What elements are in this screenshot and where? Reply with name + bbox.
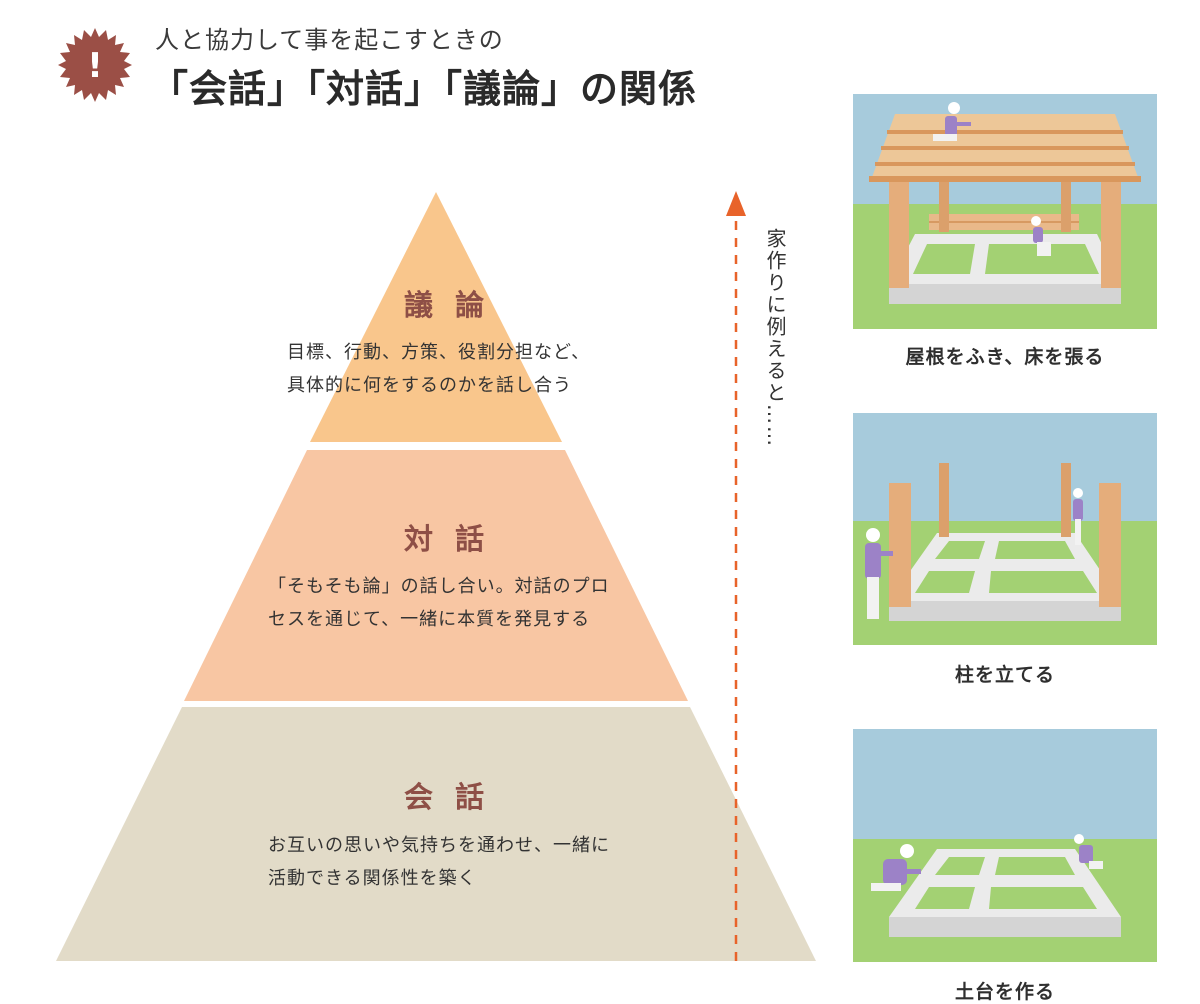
- pillar: [1061, 172, 1071, 232]
- tier-title-taiwa: 対 話: [404, 522, 491, 556]
- tier-desc-taiwa: 「そもそも論」の話し合い。対話のプロ セスを通じて、一緒に本質を発見する: [268, 570, 610, 636]
- worker-legs: [933, 134, 957, 141]
- worker-legs: [1037, 242, 1051, 256]
- badge-symbol: !: [87, 46, 103, 86]
- worker-body: [1033, 227, 1043, 243]
- foundation-hole: [913, 244, 975, 274]
- worker-arm: [905, 869, 921, 874]
- foundation-hole: [989, 571, 1097, 593]
- pillars-scene-svg: [853, 413, 1157, 645]
- worker-helmet: [900, 844, 914, 858]
- pillar: [939, 463, 949, 537]
- roof-scene-svg: [853, 94, 1157, 329]
- foundation-hole: [915, 571, 975, 593]
- tier-desc-giron: 目標、行動、方策、役割分担など、 具体的に何をするのかを話し合う: [287, 336, 590, 402]
- foundation-base: [889, 284, 1121, 304]
- worker-arm: [957, 122, 971, 126]
- pillar: [889, 483, 911, 607]
- scene-label-foundation: 土台を作る: [954, 981, 1055, 1003]
- pillar: [939, 172, 949, 232]
- pillar: [1099, 483, 1121, 607]
- foundation-base: [889, 601, 1121, 621]
- worker-helmet: [1073, 488, 1083, 498]
- foundation-hole: [995, 857, 1075, 875]
- worker-body: [1079, 845, 1093, 863]
- tier-desc-kaiwa: お互いの思いや気持ちを通わせ、一緒に 活動できる関係性を築く: [268, 829, 610, 895]
- tier-desc-line: 「そもそも論」の話し合い。対話のプロ: [268, 576, 610, 597]
- scene-label-roof: 屋根をふき、床を張る: [905, 346, 1105, 368]
- alert-badge-icon: !: [58, 28, 132, 102]
- pillar: [1061, 463, 1071, 537]
- tier-bottom-shape: [56, 707, 816, 961]
- worker-legs: [871, 883, 901, 891]
- foundation-hole: [935, 857, 985, 875]
- tier-desc-line: 具体的に何をするのかを話し合う: [287, 375, 572, 396]
- tier-top-shape: [310, 192, 562, 442]
- house-foundation-illustration: [853, 729, 1157, 962]
- progress-arrow-head: [726, 191, 746, 216]
- worker-body: [945, 116, 957, 136]
- worker-arm: [879, 551, 893, 556]
- tier-title-kaiwa: 会 話: [404, 780, 491, 814]
- foundation-scene-svg: [853, 729, 1157, 962]
- house-roof-floor-illustration: [853, 94, 1157, 329]
- worker-helmet: [948, 102, 960, 114]
- foundation-hole: [915, 887, 975, 909]
- worker-legs: [1089, 861, 1103, 869]
- roof-rafter: [875, 162, 1135, 166]
- tier-middle-shape: [184, 450, 688, 701]
- pyramid-diagram: [56, 191, 816, 961]
- worker-body: [1073, 499, 1083, 521]
- page-subtitle: 人と協力して事を起こすときの: [155, 26, 504, 54]
- foundation-hole: [985, 244, 1099, 274]
- tier-desc-line: 目標、行動、方策、役割分担など、: [287, 342, 591, 363]
- pillar: [889, 172, 909, 288]
- worker-helmet: [1031, 216, 1041, 226]
- tier-desc-line: セスを通じて、一緒に本質を発見する: [268, 609, 591, 630]
- house-pillars-illustration: [853, 413, 1157, 645]
- foundation-hole: [989, 887, 1097, 909]
- roof-rafter: [881, 146, 1129, 150]
- floor-board-line: [929, 221, 1079, 223]
- foundation-hole: [995, 541, 1075, 559]
- roof-rafter: [887, 130, 1123, 134]
- badge-starburst: [58, 28, 132, 102]
- arrow-caption: 家作りに例えると……: [763, 228, 787, 448]
- worker-helmet: [866, 528, 880, 542]
- tier-desc-line: 活動できる関係性を築く: [268, 868, 477, 889]
- worker-body: [883, 859, 907, 885]
- foundation-hole: [935, 541, 985, 559]
- scene-label-pillars: 柱を立てる: [954, 664, 1055, 686]
- worker-legs: [867, 577, 879, 619]
- page-title: 「会話」「対話」「議論」の関係: [150, 67, 698, 111]
- worker-body: [865, 543, 881, 579]
- tier-title-giron: 議 論: [404, 288, 491, 322]
- foundation-base: [889, 917, 1121, 937]
- pillar: [1101, 172, 1121, 288]
- worker-legs: [1075, 519, 1081, 545]
- worker-helmet: [1074, 834, 1084, 844]
- tier-desc-line: お互いの思いや気持ちを通わせ、一緒に: [268, 835, 610, 856]
- roof-eave: [869, 176, 1141, 182]
